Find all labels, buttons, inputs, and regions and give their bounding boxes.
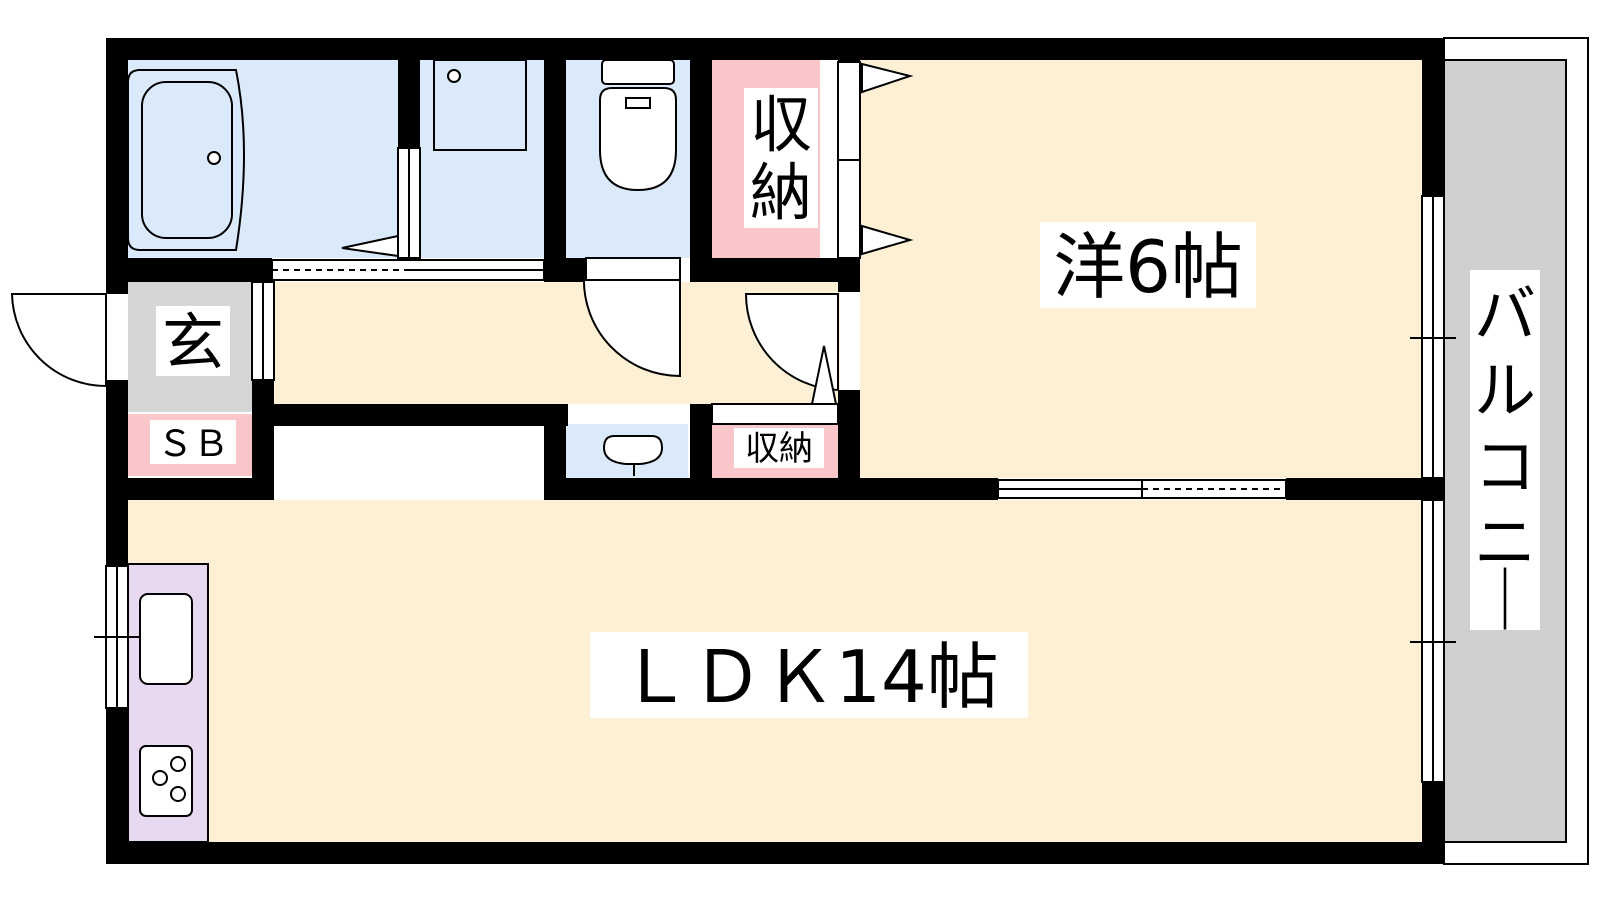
balcony-label-char-5: ｜ bbox=[1474, 564, 1536, 637]
washer-pan-icon bbox=[433, 59, 527, 151]
walls bbox=[106, 38, 1444, 864]
wall-wash-toilet bbox=[544, 38, 566, 282]
balcony-label: バルコニ｜ bbox=[1474, 278, 1536, 637]
storage-small-label: 収納 bbox=[745, 429, 813, 469]
swing-doors bbox=[10, 62, 914, 425]
ldk-room-label: ＬＤＫ14帖 bbox=[619, 635, 999, 719]
wall-storage-right-top bbox=[838, 38, 860, 62]
storage-main-label-bg bbox=[744, 88, 818, 228]
wall-vanity-right bbox=[690, 404, 712, 500]
washbasin-icon bbox=[602, 435, 664, 476]
room-labels: 洋6帖 ＬＤＫ14帖 玄 ＳＢ 収納 収納 バルコニ｜ bbox=[150, 88, 1540, 719]
balcony-label-char-2: ル bbox=[1474, 354, 1536, 427]
wall-bath-wash bbox=[398, 38, 420, 148]
wall-western-left-lower bbox=[838, 258, 860, 292]
storage-fold-door bbox=[861, 224, 914, 256]
western-room-label: 洋6帖 bbox=[1053, 225, 1243, 309]
balcony-label-char-4: ニ bbox=[1474, 506, 1536, 579]
western-label-bg bbox=[1040, 222, 1256, 308]
wall-left-upper bbox=[106, 38, 128, 294]
shoe-box-label: ＳＢ bbox=[157, 424, 229, 465]
storage-main-label-char-2: 納 bbox=[750, 156, 812, 229]
stove-icon bbox=[139, 745, 193, 817]
door-swing-icon bbox=[10, 293, 107, 388]
wall-bottom bbox=[106, 842, 1444, 864]
wall-ldk-top-right bbox=[1286, 478, 1422, 500]
entrance-label-bg bbox=[156, 306, 230, 376]
balcony-label-char-1: バ bbox=[1474, 278, 1536, 351]
wall-storage-bottom bbox=[690, 258, 840, 282]
storage-main-label-char-1: 収 bbox=[750, 88, 812, 161]
fixtures bbox=[127, 59, 677, 817]
washroom-floor bbox=[420, 60, 544, 258]
door-swing-icon bbox=[582, 260, 681, 378]
wall-western-left-bottom bbox=[838, 390, 860, 500]
storage-fold-door bbox=[861, 62, 914, 94]
wall-ldk-top-left bbox=[106, 478, 274, 500]
wall-left-lower bbox=[106, 380, 128, 566]
sliding-doors bbox=[251, 147, 1287, 499]
bathtub-icon bbox=[127, 69, 245, 251]
wall-right-top bbox=[1422, 38, 1444, 196]
shoe-box-label-bg bbox=[150, 420, 236, 464]
storage-small-label-bg bbox=[734, 428, 824, 468]
bath-fold-door bbox=[341, 234, 399, 258]
wall-right-mid bbox=[1422, 478, 1444, 500]
wall-entrance-right bbox=[252, 380, 274, 500]
windows bbox=[94, 61, 1456, 783]
storage-main-label: 収納 bbox=[750, 88, 812, 229]
wall-ldk-top-mid bbox=[544, 478, 998, 500]
toilet-icon bbox=[599, 59, 677, 192]
wall-bath-bottom bbox=[128, 258, 272, 282]
wall-top bbox=[106, 38, 1444, 60]
wall-vanity-left bbox=[544, 404, 566, 500]
entrance-label: 玄 bbox=[162, 306, 224, 379]
sink-icon bbox=[139, 593, 193, 685]
balcony-label-char-3: コ bbox=[1474, 430, 1536, 503]
wall-right-bottom bbox=[1422, 782, 1444, 864]
balcony-label-bg bbox=[1470, 270, 1540, 630]
wall-hall-bottom-left bbox=[252, 404, 568, 426]
wall-left-bottom bbox=[106, 708, 128, 864]
wall-toilet-storage bbox=[690, 38, 712, 282]
ldk-label-bg bbox=[590, 632, 1028, 718]
